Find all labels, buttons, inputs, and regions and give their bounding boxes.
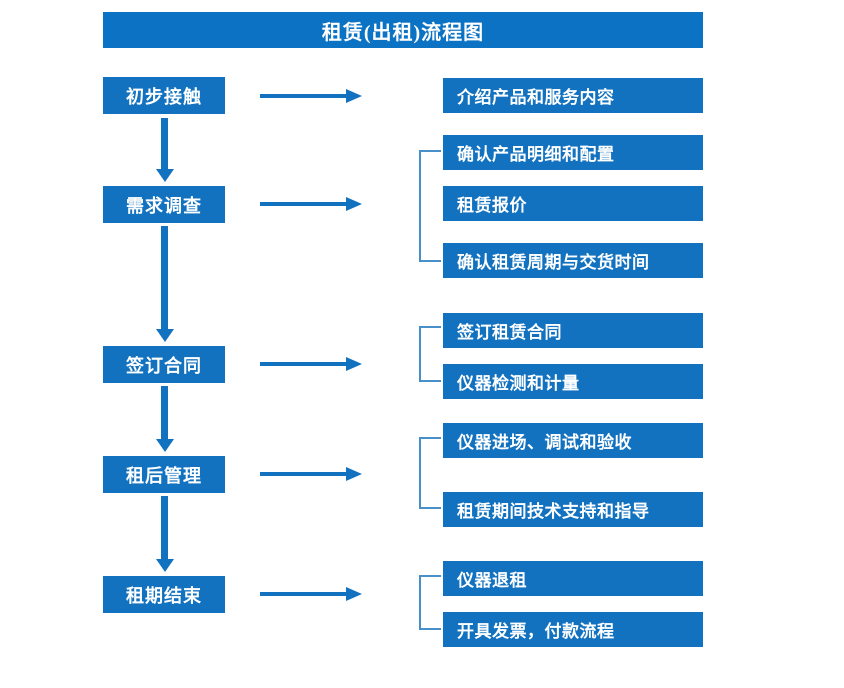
bracket-group-5 (419, 575, 441, 630)
horizontal-arrow-3 (260, 356, 362, 372)
stage-box-4[interactable]: 租后管理 (103, 456, 225, 493)
arrow-shaft (260, 202, 348, 206)
arrow-shaft (260, 592, 348, 596)
vertical-arrow-3 (156, 386, 174, 452)
detail-box-4[interactable]: 确认租赁周期与交货时间 (443, 243, 703, 278)
detail-box-1[interactable]: 介绍产品和服务内容 (443, 78, 703, 113)
vertical-arrow-1 (156, 118, 174, 182)
horizontal-arrow-5 (260, 586, 362, 602)
horizontal-arrow-4 (260, 466, 362, 482)
page-title: 租赁(出租)流程图 (103, 12, 703, 48)
detail-box-3[interactable]: 租赁报价 (443, 186, 703, 221)
arrow-head-icon (156, 559, 174, 572)
detail-box-5[interactable]: 签订租赁合同 (443, 313, 703, 348)
stage-box-1[interactable]: 初步接触 (103, 77, 225, 114)
vertical-arrow-4 (156, 496, 174, 572)
arrow-shaft (260, 472, 348, 476)
bracket-group-4 (419, 437, 441, 509)
detail-box-9[interactable]: 仪器退租 (443, 561, 703, 596)
arrow-shaft (260, 94, 348, 98)
arrow-head-icon (156, 329, 174, 342)
arrow-shaft (161, 496, 168, 559)
stage-box-2[interactable]: 需求调查 (103, 186, 225, 223)
horizontal-arrow-2 (260, 196, 362, 212)
arrow-head-icon (346, 587, 362, 601)
detail-box-8[interactable]: 租赁期间技术支持和指导 (443, 492, 703, 527)
bracket-group-3 (419, 326, 441, 382)
arrow-shaft (161, 226, 168, 329)
detail-box-2[interactable]: 确认产品明细和配置 (443, 135, 703, 170)
arrow-shaft (161, 118, 168, 169)
arrow-head-icon (156, 439, 174, 452)
arrow-head-icon (346, 357, 362, 371)
bracket-group-2 (419, 150, 441, 262)
arrow-head-icon (346, 197, 362, 211)
stage-box-5[interactable]: 租期结束 (103, 576, 225, 613)
arrow-shaft (260, 362, 348, 366)
horizontal-arrow-1 (260, 88, 362, 104)
stage-box-3[interactable]: 签订合同 (103, 346, 225, 383)
arrow-shaft (161, 386, 168, 439)
detail-box-6[interactable]: 仪器检测和计量 (443, 364, 703, 399)
arrow-head-icon (346, 89, 362, 103)
detail-box-7[interactable]: 仪器进场、调试和验收 (443, 423, 703, 458)
vertical-arrow-2 (156, 226, 174, 342)
arrow-head-icon (156, 169, 174, 182)
arrow-head-icon (346, 467, 362, 481)
detail-box-10[interactable]: 开具发票，付款流程 (443, 612, 703, 647)
